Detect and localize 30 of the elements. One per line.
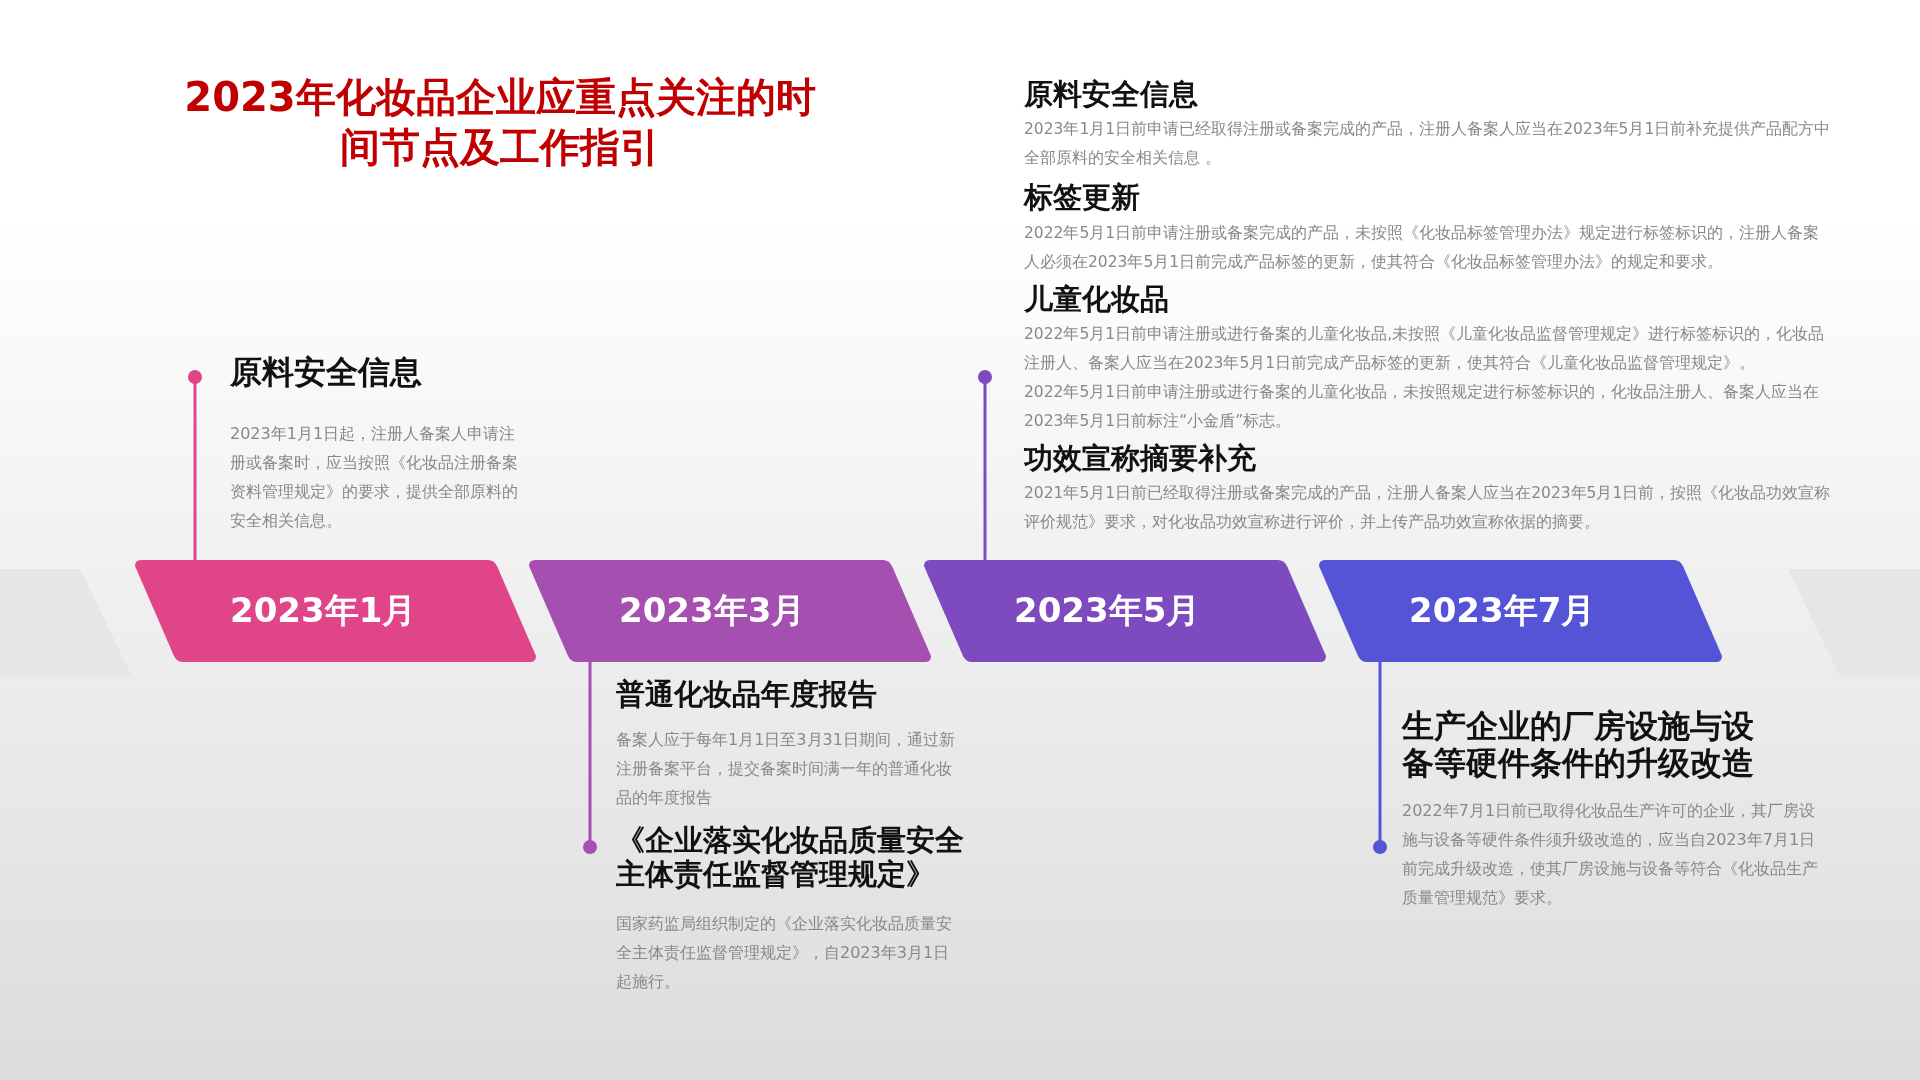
timeline-bar	[924, 560, 1326, 662]
section-heading: 《企业落实化妆品质量安全主体责任监督管理规定》	[616, 824, 965, 892]
timeline-stem	[978, 370, 992, 560]
month-label: 2023年5月	[1014, 589, 1201, 632]
section-heading: 儿童化妆品	[1024, 282, 1170, 317]
timeline-stem	[1373, 662, 1387, 854]
body-text: 2022年5月1日前申请注册或备案完成的产品，未按照《化妆品标签管理办法》规定进行标签标识的，注册人备案人必须在2023年5月1日前完成产品标签的更新，使其符合《化妆品标签管理办法》的规定和要求。	[1024, 222, 1821, 273]
timeline-bar	[135, 560, 536, 662]
body-text: 国家药监局组织制定的《企业落实化妆品质量安全主体责任监督管理规定》，自2023年3月1日起施行。	[616, 913, 953, 994]
month-label: 2023年3月	[619, 589, 806, 632]
month-label: 2023年1月	[230, 589, 417, 632]
title: 2023年化妆品企业应重点关注的时间节点及工作指引	[183, 73, 817, 172]
timeline-stem	[188, 370, 202, 560]
section-heading: 普通化妆品年度报告	[616, 678, 878, 712]
timeline-bar	[529, 560, 931, 662]
timeline-stem	[583, 662, 597, 854]
section-heading: 功效宣称摘要补充	[1024, 442, 1257, 476]
body-text: 2022年7月1日前已取得化妆品生产许可的企业，其厂房设施与设备等硬件条件须升级改造的，应当自2023年7月1日前完成升级改造，使其厂房设施与设备等符合《化妆品生产质量管理规范》要求。	[1402, 799, 1819, 909]
month-label: 2023年7月	[1409, 589, 1596, 632]
section-heading: 标签更新	[1024, 181, 1141, 215]
body-text: 2022年5月1日前申请注册或进行备案的儿童化妆品，未按照规定进行标签标识的，化妆品注册人、备案人应当在2023年5月1日前标注“小金盾”标志。	[1024, 382, 1821, 433]
timeline-bar	[1319, 560, 1722, 662]
section-heading: 原料安全信息	[230, 354, 423, 391]
section-heading: 原料安全信息	[1024, 78, 1199, 112]
section-heading: 生产企业的厂房设施与设备等硬件条件的升级改造	[1402, 708, 1755, 782]
body-text: 2023年1月1日前申请已经取得注册或备案完成的产品，注册人备案人应当在2023年5月1日前补充提供产品配方中全部原料的安全相关信息 。	[1024, 119, 1832, 170]
body-text: 2022年5月1日前申请注册或进行备案的儿童化妆品,未按照《儿童化妆品监督管理规定》进行标签标识的，化妆品注册人、备案人应当在2023年5月1日前完成产品标签的更新，使其符合《儿童化妆品监督管理规定》。	[1024, 324, 1826, 375]
body-text: 2023年1月1日起，注册人备案人申请注册或备案时，应当按照《化妆品注册备案资料管理规定》的要求，提供全部原料的安全相关信息。	[230, 422, 519, 532]
body-text: 2021年5月1日前已经取得注册或备案完成的产品，注册人备案人应当在2023年5月1日前，按照《化妆品功效宣称评价规范》要求，对化妆品功效宣称进行评价，并上传产品功效宣称依据的摘要。	[1024, 483, 1832, 534]
body-text: 备案人应于每年1月1日至3月31日期间，通过新注册备案平台，提交备案时间满一年的普通化妆品的年度报告	[616, 729, 956, 810]
